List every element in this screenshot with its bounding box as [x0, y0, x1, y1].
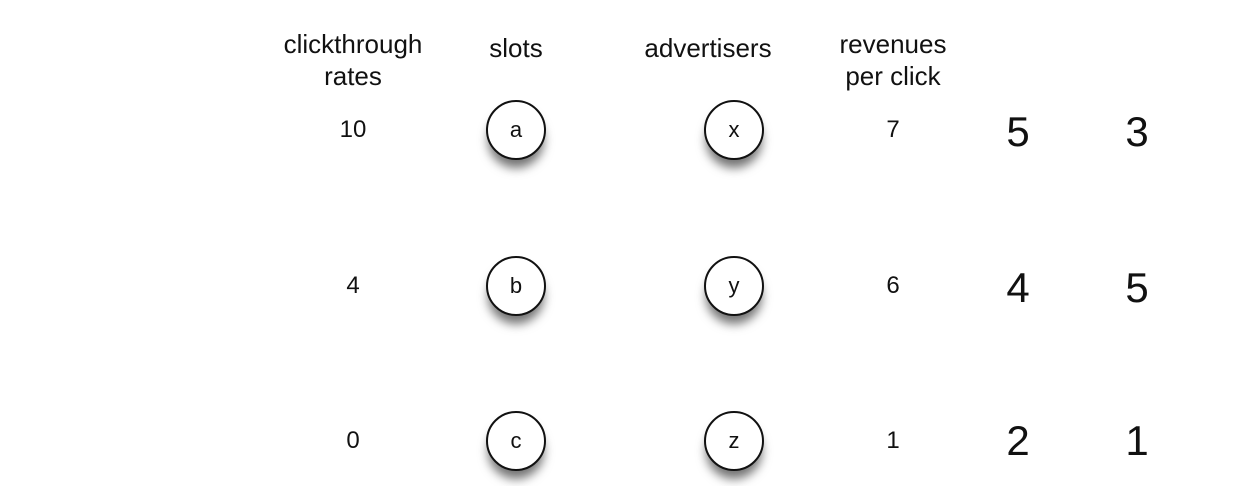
revenues-per-click-header-line1: revenues: [839, 29, 947, 59]
clickthrough-rates-header: clickthrough rates: [284, 28, 423, 92]
value-col6-row2: 5: [1125, 264, 1149, 311]
revenue-per-click-z: 1: [886, 427, 900, 454]
clickthrough-rate-c: 0: [346, 427, 360, 454]
clickthrough-rates-header-line2: rates: [324, 61, 382, 91]
clickthrough-rates-header-line1: clickthrough: [283, 29, 423, 59]
advertisers-header-label: advertisers: [644, 33, 772, 63]
revenue-per-click-y: 6: [886, 272, 900, 299]
slot-node-b: b: [486, 256, 546, 316]
value-col6-row3: 1: [1125, 417, 1149, 464]
revenues-per-click-header: revenues per click: [840, 28, 947, 92]
slots-header-label: slots: [489, 33, 543, 63]
value-col5-row3: 2: [1006, 417, 1030, 464]
revenues-per-click-header-line2: per click: [845, 61, 941, 91]
value-col5-row1: 5: [1006, 108, 1030, 155]
slot-node-a-label: a: [509, 117, 523, 142]
clickthrough-rate-a: 10: [339, 116, 367, 143]
advertiser-node-z: z: [704, 411, 764, 471]
slots-header: slots: [489, 32, 542, 64]
slot-node-c: c: [486, 411, 546, 471]
advertiser-node-x: x: [704, 100, 764, 160]
advertiser-node-x-label: x: [728, 117, 740, 142]
slot-node-c-label: c: [510, 428, 522, 453]
slot-node-b-label: b: [509, 273, 523, 298]
advertiser-node-y: y: [704, 256, 764, 316]
advertiser-node-y-label: y: [728, 273, 740, 298]
revenue-per-click-x: 7: [886, 116, 900, 143]
value-col6-row1: 3: [1125, 108, 1149, 155]
slot-node-a: a: [486, 100, 546, 160]
value-col5-row2: 4: [1006, 264, 1030, 311]
advertiser-node-z-label: z: [728, 428, 740, 453]
advertisers-header: advertisers: [644, 32, 771, 64]
clickthrough-rate-b: 4: [346, 272, 360, 299]
